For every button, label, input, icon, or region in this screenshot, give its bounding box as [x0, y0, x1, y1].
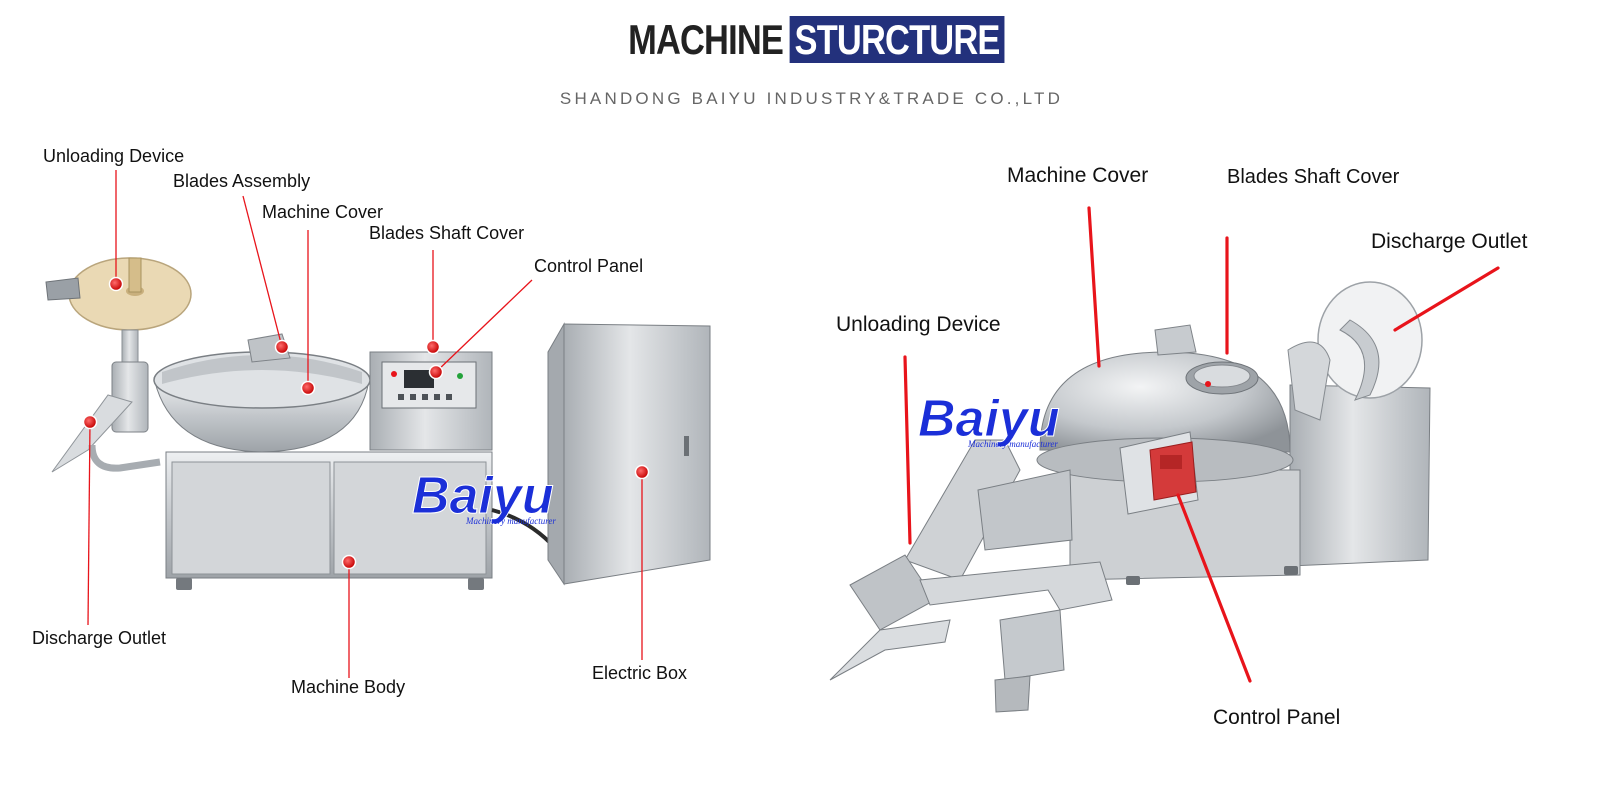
dot-blades-shaft-cover: [425, 339, 441, 355]
logo-tagline-right: Machinery manufacturer: [967, 439, 1058, 449]
right-shaft-cover-window: [1193, 364, 1251, 388]
right-lower-body: [977, 469, 1073, 551]
right-discharge-arm: [1287, 341, 1331, 421]
right-blade-housing: [1154, 324, 1197, 356]
discharge-pipe: [88, 444, 161, 472]
leader-right-unloading-device: [903, 355, 912, 545]
label-right-machine-cover: Machine Cover: [1007, 164, 1149, 187]
label-right-discharge-outlet: Discharge Outlet: [1371, 230, 1528, 253]
disc-shaft: [128, 257, 142, 293]
discharge-chute: [51, 394, 133, 473]
dot-control-panel: [428, 364, 444, 380]
dot-machine-cover: [300, 380, 316, 396]
control-buttons: [398, 394, 452, 400]
label-left-machine-body: Machine Body: [291, 677, 406, 697]
body-panel-right: [333, 461, 487, 575]
unloading-motor: [111, 361, 149, 433]
right-control-screen: [1160, 455, 1182, 469]
logo-brand-text-left: Baiyu: [412, 467, 554, 525]
body-panel-left: [171, 461, 331, 575]
title-part-structure: STURCTURE: [789, 16, 1005, 63]
label-right-unloading-device: Unloading Device: [836, 313, 1001, 336]
dot-unloading-device: [108, 276, 124, 292]
right-unloading-scraper: [829, 619, 951, 681]
logo-brand-text-right: Baiyu: [918, 390, 1060, 448]
right-leader-lines: [903, 206, 1500, 683]
left-leader-lines: [87, 170, 643, 678]
right-unloading-frame-leg: [999, 609, 1065, 681]
logo-tagline-left: Machinery manufacturer: [465, 516, 556, 526]
leader-control-panel: [435, 279, 533, 373]
label-right-blades-shaft-cover: Blades Shaft Cover: [1227, 166, 1400, 188]
leader-right-discharge-outlet: [1393, 266, 1500, 332]
control-screen: [404, 370, 434, 388]
unloading-arm-bracket: [45, 277, 81, 301]
baiyu-logo-right: Baiyu Machinery manufacturer: [918, 390, 1061, 450]
right-discharge-chute: [1339, 319, 1380, 401]
baiyu-logo-left: Baiyu Machinery manufacturer: [412, 467, 557, 527]
leader-blades-assembly: [242, 195, 283, 348]
machine-feet: [176, 578, 484, 590]
label-left-blades-shaft-cover: Blades Shaft Cover: [369, 223, 525, 243]
dot-machine-body: [341, 554, 357, 570]
leader-right-control-panel: [1176, 493, 1252, 683]
label-left-blades-assembly: Blades Assembly: [173, 171, 311, 191]
dot-discharge-outlet: [82, 414, 98, 430]
left-callout-dots: [82, 276, 650, 570]
right-machine-feet: [1126, 566, 1298, 585]
electric-box-side: [547, 322, 565, 586]
right-control-panel-face: [1149, 441, 1197, 501]
right-machine-cover-dome: [1039, 351, 1291, 453]
label-left-unloading-device: Unloading Device: [43, 146, 185, 166]
label-left-machine-cover: Machine Cover: [262, 202, 384, 222]
right-unloading-foot: [994, 675, 1031, 713]
transparent-cover: [162, 355, 362, 384]
right-shaft-cover-knob: [1205, 381, 1211, 387]
label-left-discharge-outlet: Discharge Outlet: [32, 628, 167, 648]
dot-blades-assembly: [274, 339, 290, 355]
title-part-machine: MACHINE: [628, 16, 784, 63]
indicator-light-red: [391, 371, 397, 377]
left-machine-illustration: [45, 257, 711, 590]
leader-right-machine-cover: [1087, 206, 1101, 368]
indicator-light-green: [457, 373, 463, 379]
label-left-control-panel: Control Panel: [534, 256, 644, 276]
dot-electric-box: [634, 464, 650, 480]
label-left-electric-box: Electric Box: [592, 663, 688, 683]
leader-discharge-outlet: [87, 421, 91, 626]
right-machine-illustration: [829, 281, 1431, 713]
company-subtitle: SHANDONG BAIYU INDUSTRY&TRADE CO.,LTD: [559, 89, 1064, 108]
electric-box-handle: [684, 436, 689, 456]
label-right-control-panel: Control Panel: [1213, 706, 1341, 729]
